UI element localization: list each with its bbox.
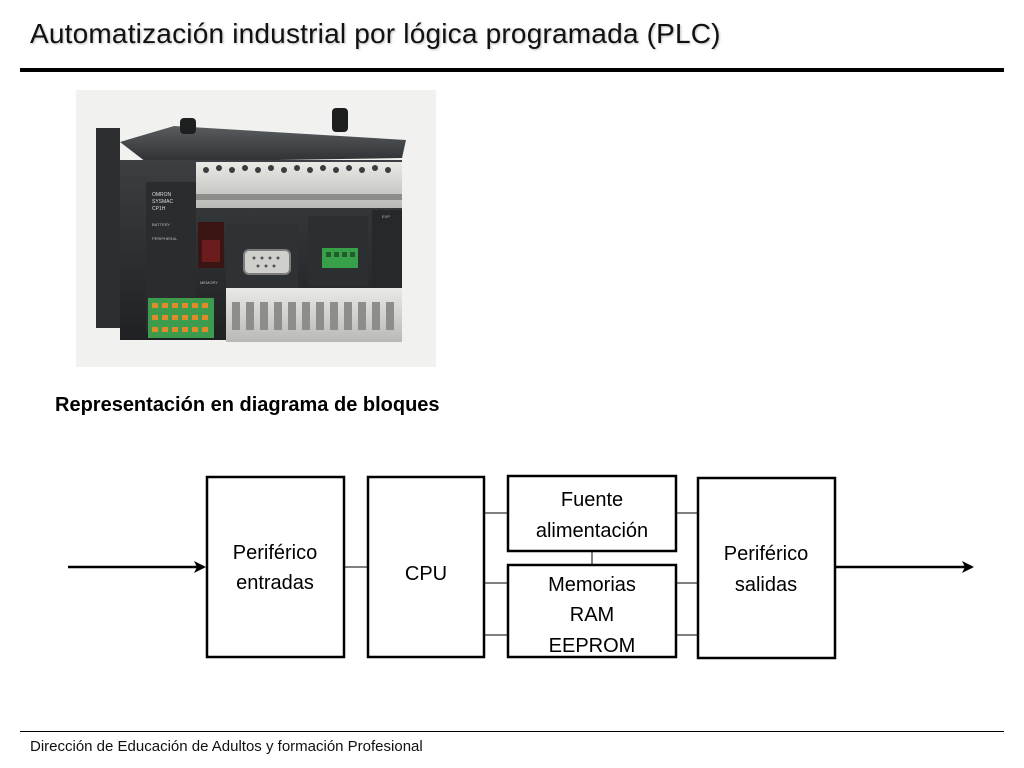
title-underline <box>20 68 1004 72</box>
block-memories-label-1: Memorias <box>548 574 636 596</box>
svg-text:PERIPHERAL: PERIPHERAL <box>152 236 178 241</box>
serial-port-pins <box>252 256 280 268</box>
block-memories-label-2: RAM <box>570 604 614 626</box>
slide-title: Automatización industrial por lógica pro… <box>30 18 721 49</box>
svg-text:CP1H: CP1H <box>152 206 166 212</box>
section-heading: Representación en diagrama de bloques <box>55 394 440 416</box>
block-power-supply <box>506 474 678 553</box>
plc-illustration: OMRON SYSMAC CP1H BATTERY PERIPHERAL MEM… <box>96 108 406 342</box>
svg-text:MEMORY: MEMORY <box>200 280 218 285</box>
svg-text:SYSMAC: SYSMAC <box>152 199 174 205</box>
block-output-peripheral <box>696 476 837 660</box>
serial-port <box>243 249 291 275</box>
io-terminal-tabs <box>152 303 208 332</box>
block-output-peripheral-label-1: Periférico <box>724 543 808 565</box>
mount-tab-right <box>332 108 348 132</box>
plc-top-surface <box>120 126 406 162</box>
block-cpu-label: CPU <box>405 563 447 585</box>
block-input-peripheral <box>205 475 346 659</box>
block-memories-label-3: EEPROM <box>549 635 636 657</box>
svg-text:OMRON: OMRON <box>152 192 172 198</box>
plc-photo: OMRON SYSMAC CP1H BATTERY PERIPHERAL MEM… <box>76 90 436 367</box>
block-memories <box>506 563 678 659</box>
block-power-supply-label-2: alimentación <box>536 520 648 542</box>
footer-rule <box>20 731 1004 732</box>
svg-text:EXP: EXP <box>382 214 390 219</box>
block-cpu <box>366 475 486 659</box>
block-output-peripheral-label-2: salidas <box>735 574 797 596</box>
block-input-peripheral-label-2: entradas <box>236 572 314 594</box>
mount-tab-left <box>180 118 196 134</box>
block-input-peripheral-label-1: Periférico <box>233 542 317 564</box>
svg-text:BATTERY: BATTERY <box>152 222 170 227</box>
left-bracket <box>96 128 120 328</box>
upper-terminal-screws <box>203 165 391 173</box>
block-power-supply-label-1: Fuente <box>561 489 623 511</box>
expansion-panel <box>372 210 402 290</box>
footer-text: Dirección de Educación de Adultos y form… <box>30 738 423 755</box>
